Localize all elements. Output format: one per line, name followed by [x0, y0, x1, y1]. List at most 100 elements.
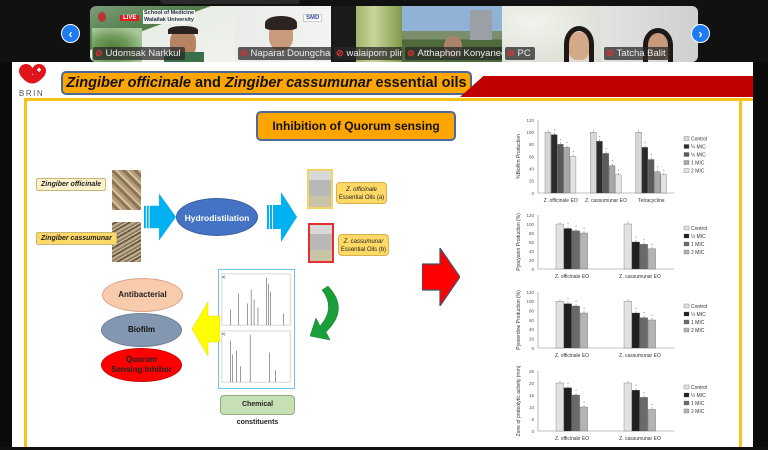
- x-tick-label: Z. officinale EO: [555, 353, 589, 359]
- significance-mark: *: [575, 389, 577, 393]
- legend-label: 1 MIC: [691, 320, 705, 326]
- bar: [647, 248, 656, 270]
- outcome-line: Quorum: [125, 355, 158, 364]
- participant-tile[interactable]: ⊘Atthaphon Konyanee: [402, 6, 502, 62]
- y-tick-label: 60: [529, 240, 535, 245]
- participant-tile[interactable]: ⊘walaiporn plirat: [331, 6, 402, 62]
- legend-swatch: [683, 408, 690, 414]
- legend-label: 1 MIC: [691, 161, 705, 167]
- significance-mark: *: [567, 298, 569, 302]
- chevron-left-icon[interactable]: ‹: [61, 24, 80, 43]
- bar: [571, 394, 580, 432]
- bar: [623, 223, 632, 270]
- bar: [571, 305, 580, 349]
- mic-muted-icon: ⊘: [407, 48, 415, 58]
- arrow-left-icon: [192, 302, 220, 356]
- bar: [563, 387, 572, 432]
- legend-label: 2 MIC: [691, 169, 705, 175]
- title-suffix: essential oils: [371, 75, 467, 91]
- participant-tile[interactable]: LIVE School of Medicine Walailak Univers…: [90, 6, 235, 62]
- significance-mark: *: [663, 169, 665, 173]
- bar: [660, 174, 667, 194]
- eo-name: Z. officinale: [346, 187, 377, 193]
- participant-tile[interactable]: ⊘PC: [502, 6, 601, 62]
- banner-line: Walailak University: [144, 17, 194, 23]
- legend-swatch: [683, 225, 690, 231]
- hair: [265, 16, 297, 30]
- significance-mark: *: [651, 243, 653, 247]
- smd-badge: SMD: [303, 14, 323, 22]
- participant-tile[interactable]: SMD ⊘Naparat Doungchan: [235, 6, 331, 62]
- outcome-line: Sensing Inhibor: [111, 365, 172, 374]
- legend-swatch: [683, 144, 690, 149]
- brin-logo-icon: [19, 64, 46, 84]
- legend-swatch: [683, 384, 690, 390]
- participant-tile[interactable]: ⊘Tatcha Balit: [601, 6, 698, 62]
- bar: [602, 153, 609, 194]
- x-tick-label: Z. officinale EO: [555, 436, 589, 442]
- significance-mark: *: [567, 382, 569, 386]
- essential-oil-vial: [307, 169, 333, 209]
- bar: [555, 223, 564, 270]
- bar: [631, 241, 640, 270]
- mic-muted-icon: ⊘: [606, 48, 614, 58]
- significance-mark: *: [635, 236, 637, 240]
- significance-mark: *: [612, 160, 614, 164]
- participant-name-text: Atthaphon Konyanee: [417, 48, 502, 59]
- bar: [555, 301, 564, 349]
- significance-mark: *: [583, 401, 585, 405]
- plant-label: Zingiber officinale: [36, 178, 107, 191]
- bar: [596, 141, 603, 194]
- legend-swatch: [683, 160, 690, 165]
- bar: [639, 244, 648, 270]
- essential-oil-vial: [308, 223, 334, 263]
- chevron-right-icon[interactable]: ›: [691, 24, 710, 43]
- y-tick-label: 80: [529, 231, 535, 236]
- legend-swatch: [683, 233, 690, 239]
- bar: [615, 174, 622, 194]
- bar: [579, 406, 588, 432]
- y-tick-label: 0: [531, 429, 534, 434]
- participant-name: ⊘walaiporn plirat: [334, 47, 402, 60]
- participant-name-text: PC: [517, 48, 531, 59]
- legend-swatch: [683, 327, 690, 333]
- significance-mark: *: [644, 141, 646, 145]
- y-tick-label: 15: [529, 393, 535, 398]
- live-badge: LIVE: [120, 15, 140, 21]
- significance-mark: *: [605, 147, 607, 151]
- eo-name: Z. cassumunar: [343, 239, 384, 245]
- mic-muted-icon: ⊘: [240, 48, 248, 58]
- y-tick-label: 40: [529, 166, 535, 171]
- significance-mark: *: [583, 227, 585, 231]
- significance-mark: *: [651, 314, 653, 318]
- y-tick-label: 25: [529, 369, 535, 374]
- y-axis-label: Pyoverdine Production (%): [516, 290, 522, 350]
- strip-handle[interactable]: [160, 0, 300, 4]
- cassumunar-image: [112, 222, 141, 262]
- y-axis-label: Zone of proteolytic activity (mm): [516, 365, 522, 436]
- hair: [643, 28, 673, 62]
- process-hydrodistillation: Hydrodistilation: [176, 198, 258, 236]
- significance-mark: *: [651, 154, 653, 158]
- curved-arrow-icon: [309, 285, 339, 341]
- legend-label: Control: [691, 385, 707, 391]
- x-tick-label: Z. officinale EO: [555, 274, 589, 280]
- mic-muted-icon: ⊘: [95, 48, 103, 58]
- chromatogram-peaks-b: [230, 334, 276, 383]
- legend-label: 2 MIC: [691, 328, 705, 334]
- legend-swatch: [683, 303, 690, 309]
- slide-title: Zingiber officinale and Zingiber cassumu…: [61, 71, 472, 95]
- y-tick-label: 60: [529, 318, 535, 323]
- y-tick-label: 0: [531, 191, 534, 196]
- y-tick-label: 0: [531, 346, 534, 351]
- bar: [647, 319, 656, 349]
- eo-sub: Essential Oils (a): [338, 195, 385, 201]
- legend-label: ¼ MIC: [691, 145, 706, 151]
- significance-mark: *: [560, 138, 562, 142]
- title-species-1: Zingiber officinale: [66, 75, 191, 91]
- bar: [569, 156, 577, 194]
- bar: [631, 390, 640, 432]
